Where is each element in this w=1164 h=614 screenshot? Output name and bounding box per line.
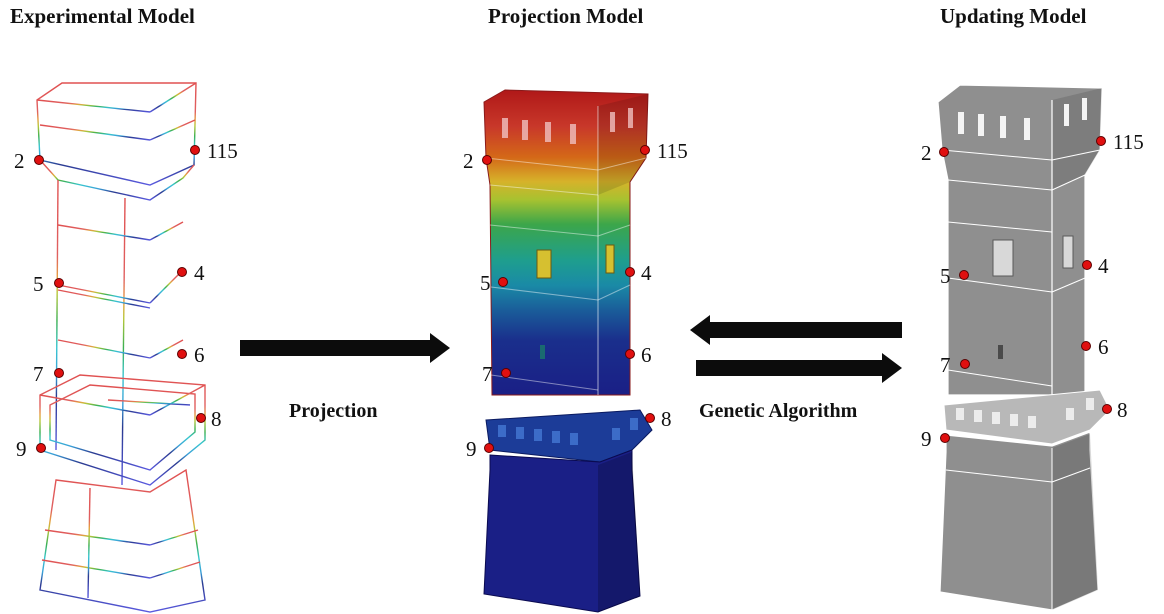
node-label-7: 7	[940, 353, 951, 377]
node-label-4: 4	[1098, 254, 1109, 278]
node-label-115: 115	[207, 139, 238, 163]
node-label-5: 5	[33, 272, 44, 296]
node-label-9: 9	[466, 437, 477, 461]
projection-arrow	[240, 333, 450, 363]
node-label-4: 4	[641, 261, 652, 285]
updating-model-title: Updating Model	[940, 4, 1087, 28]
node-label-7: 7	[33, 362, 44, 386]
node-label-115: 115	[1113, 130, 1144, 154]
node-label-9: 9	[16, 437, 27, 461]
updating-grey-model	[937, 84, 1111, 611]
node-label-8: 8	[661, 407, 672, 431]
experimental-wireframe-model	[36, 82, 206, 613]
node-label-5: 5	[480, 271, 491, 295]
projection-colored-model	[483, 89, 653, 613]
node-label-6: 6	[1098, 335, 1109, 359]
sensor-markers	[34, 136, 1112, 453]
node-label-8: 8	[1117, 398, 1128, 422]
node-labels: 2 115 5 4 7 6 9 8 2 115 5 4 7 6 9 8 2 11…	[14, 130, 1144, 461]
arrows	[240, 315, 902, 383]
genetic-arrow-left	[690, 315, 902, 345]
node-label-7: 7	[482, 362, 493, 386]
node-label-2: 2	[921, 141, 932, 165]
node-label-6: 6	[641, 343, 652, 367]
node-label-2: 2	[14, 149, 25, 173]
experimental-model-title: Experimental Model	[10, 4, 195, 28]
projection-model-title: Projection Model	[488, 4, 644, 28]
node-label-9: 9	[921, 427, 932, 451]
projection-arrow-label: Projection	[289, 400, 378, 422]
node-label-8: 8	[211, 407, 222, 431]
genetic-arrow-right	[696, 353, 902, 383]
node-label-115: 115	[657, 139, 688, 163]
node-label-2: 2	[463, 149, 474, 173]
node-label-6: 6	[194, 343, 205, 367]
node-label-5: 5	[940, 264, 951, 288]
genetic-algorithm-arrow-label: Genetic Algorithm	[699, 400, 858, 422]
node-label-4: 4	[194, 261, 205, 285]
